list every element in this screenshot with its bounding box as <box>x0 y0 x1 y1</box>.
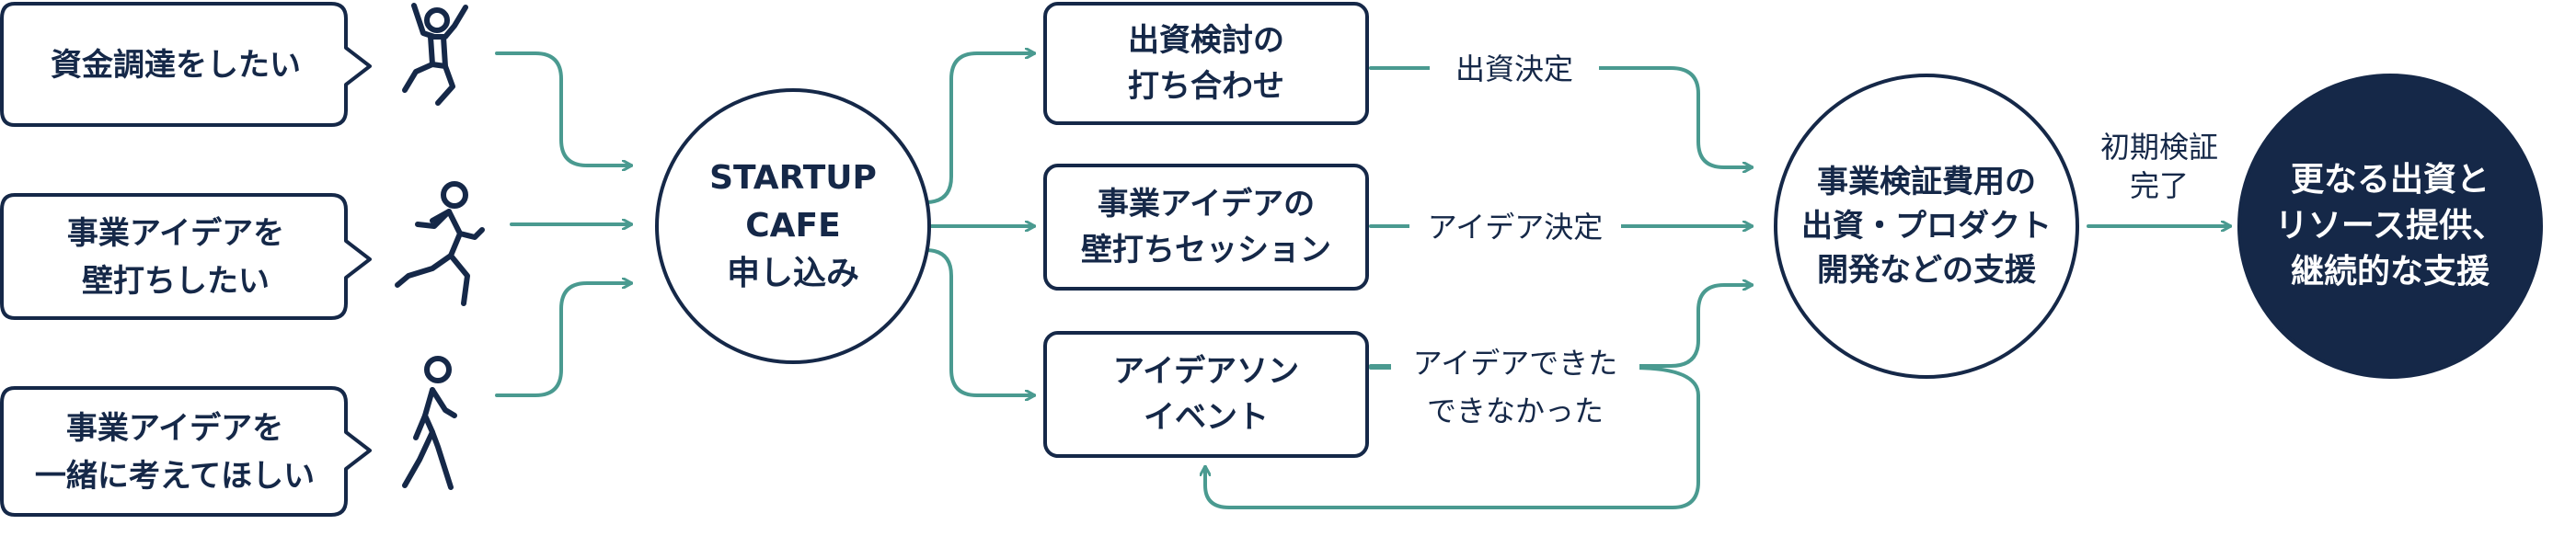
verification-circle <box>1774 74 2079 379</box>
connector-bubble3-hub <box>495 283 633 397</box>
label-ideathon-yes: アイデアできた <box>1391 342 1639 384</box>
bubble-2-shape <box>0 193 372 320</box>
person-running-icon <box>395 181 485 306</box>
label-ideathon-no: できなかった <box>1408 390 1623 432</box>
connector-hub-option3 <box>905 248 1036 395</box>
hub-text: STARTUP CAFE 申し込み <box>709 159 877 292</box>
label-idea-decided: アイデア決定 <box>1409 206 1621 248</box>
bubble-3-shape <box>0 386 372 517</box>
verification-text: 事業検証費用の 出資・プロダクト 開発などの支援 <box>1801 164 2052 289</box>
person-jumping-icon <box>402 3 468 106</box>
option-3-box <box>1043 331 1369 458</box>
option-2-box <box>1043 164 1369 291</box>
final-circle <box>2237 74 2543 379</box>
label-verification-complete: 初期検証 完了 <box>2081 125 2237 208</box>
bubble-1-text: 資金調達をしたい <box>51 47 301 84</box>
connector-hub-option1 <box>905 53 1036 204</box>
bubble-3-text: 事業アイデアを 一緒に考えてほしい <box>34 410 316 495</box>
option-1-text: 出資検討の 打ち合わせ <box>1128 22 1284 105</box>
person-walking-icon <box>402 356 457 490</box>
option-2-text: 事業アイデアの 壁打ちセッション <box>1081 186 1331 268</box>
option-1-box <box>1043 2 1369 125</box>
connector-bubble1-hub <box>495 51 633 165</box>
final-text: 更なる出資と リソース提供、 継続的な支援 <box>2274 161 2506 291</box>
connector-invest-verification <box>1369 66 1754 167</box>
option-3-text: アイデアソン イベント <box>1112 353 1300 436</box>
label-invest-decided: 出資決定 <box>1430 48 1599 90</box>
bubble-2-text: 事業アイデアを 壁打ちしたい <box>66 215 285 300</box>
connector-ideathon-no-loop <box>1205 366 1700 509</box>
connector-ideathon-yes-verification <box>1369 285 1754 368</box>
bubble-1-shape <box>0 2 372 127</box>
hub-circle <box>655 88 931 364</box>
